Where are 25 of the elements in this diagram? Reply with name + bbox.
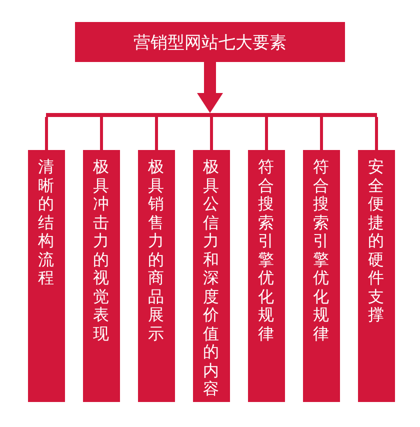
connector-line [45,117,48,150]
connector-line [155,117,158,150]
connector-line [265,117,268,150]
title-box [75,22,345,62]
connector-line [100,117,103,150]
column-text: 极具销售力的商品展示 [148,158,165,343]
column-text: 极具冲击力的视觉表现 [93,158,110,343]
column-text: 极具公信力和深度价值的内容 [203,158,220,398]
bracket-bar [46,113,377,117]
column-box [358,150,395,402]
connector-line [320,117,323,150]
down-arrow [197,62,223,113]
title-text: 营销型网站七大要素 [134,32,286,54]
column-box [138,150,175,402]
column-text: 符合搜索引擎优化规律 [258,158,275,343]
column-box [28,150,65,402]
connector-line [210,117,213,150]
column-box [193,150,230,402]
column-text: 安全便捷的硬件支撑 [368,158,385,324]
column-text: 清晰的结构流程 [38,158,55,288]
connector-line [375,117,378,150]
column-box [248,150,285,402]
column-text: 符合搜索引擎优化规律 [313,158,330,343]
column-box [83,150,120,402]
column-box [303,150,340,402]
